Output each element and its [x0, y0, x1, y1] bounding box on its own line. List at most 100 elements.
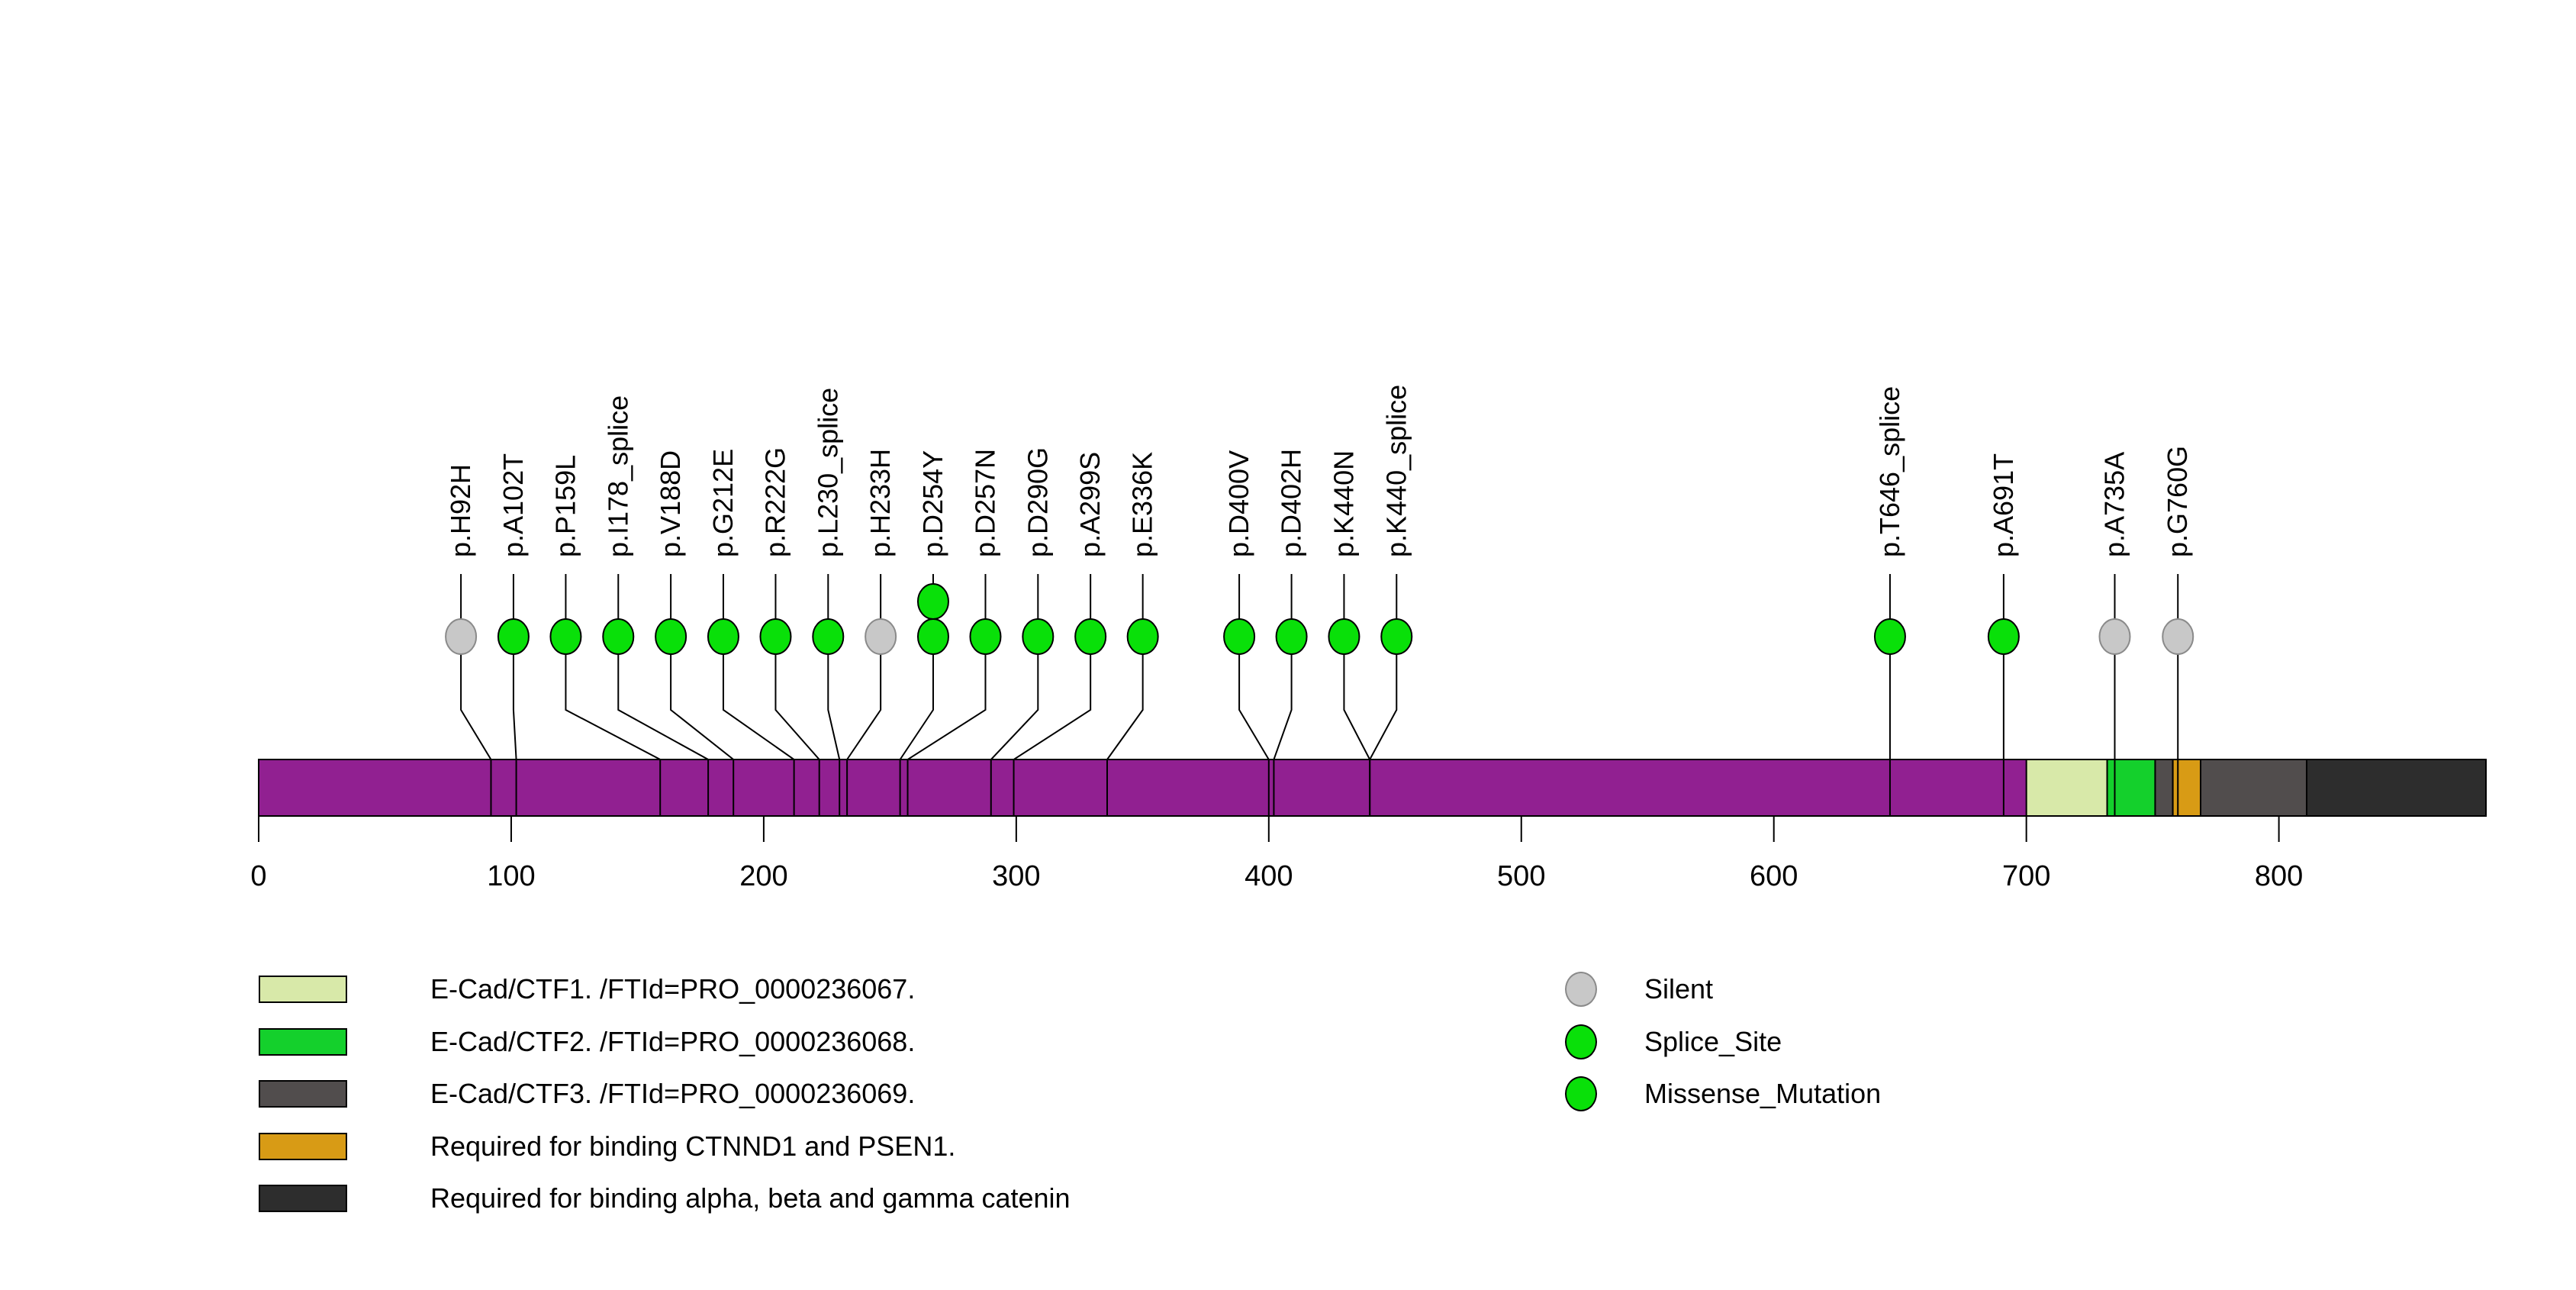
mutation-stem: [460, 637, 492, 816]
mutation-label: p.R222G: [759, 447, 791, 557]
lollipop-p.P159L: [549, 618, 582, 655]
legend-row: Silent: [1565, 963, 1881, 1016]
axis-tick-label: 600: [1750, 860, 1798, 892]
mutation-stem: [899, 637, 934, 816]
legend-swatch: [259, 976, 347, 1004]
mutation-stem: [774, 637, 820, 816]
legend-circle: [1565, 972, 1597, 1008]
lollipop-p.A691T: [1987, 618, 2020, 655]
mutation-label: p.D290G: [1022, 447, 1053, 557]
mutation-label: p.L230_splice: [812, 388, 843, 557]
lollipop-p.D257N: [969, 618, 1002, 655]
mutation-stem: [565, 637, 662, 816]
lollipop-p.R222G: [759, 618, 792, 655]
legend-row: Required for binding CTNND1 and PSEN1.: [259, 1121, 1071, 1173]
legend-circle: [1565, 1076, 1597, 1112]
axis-tick-label: 700: [2002, 860, 2050, 892]
legend-row: E-Cad/CTF3. /FTId=PRO_0000236069.: [259, 1068, 1071, 1121]
domain-segment-3: [2172, 759, 2202, 817]
mutation-label: p.D402H: [1276, 449, 1307, 557]
lollipop-p.G760G: [2162, 618, 2194, 655]
legend-circle: [1565, 1024, 1597, 1059]
legend-row: Required for binding alpha, beta and gam…: [259, 1172, 1071, 1225]
legend-row: E-Cad/CTF1. /FTId=PRO_0000236067.: [259, 963, 1071, 1016]
lollipop-p.L230_splice: [812, 618, 845, 655]
lollipop-p.T646_splice: [1873, 618, 1906, 655]
legend-label: E-Cad/CTF1. /FTId=PRO_0000236067.: [430, 973, 916, 1005]
mutation-stem: [617, 637, 710, 816]
lollipop-p.K440_splice: [1380, 618, 1413, 655]
legend-row: Missense_Mutation: [1565, 1068, 1881, 1121]
legend-label: Missense_Mutation: [1644, 1078, 1882, 1110]
mutation-label: p.K440N: [1328, 450, 1359, 557]
mutation-label: p.A735A: [2099, 452, 2130, 557]
lollipop-p.V188D: [655, 618, 687, 655]
mutation-label: p.P159L: [549, 455, 581, 557]
mutation-type-legend: Silent Splice_Site Missense_Mutation: [1565, 963, 1881, 1121]
lollipop-p.D254Y: [916, 583, 949, 620]
lollipop-p.A102T: [497, 618, 530, 655]
mutation-label: p.K440_splice: [1380, 385, 1412, 557]
mutation-stem: [990, 637, 1039, 816]
mutation-label: p.E336K: [1127, 452, 1158, 557]
lollipop-p.D290G: [1022, 618, 1055, 655]
legend-label: Silent: [1644, 973, 1714, 1005]
lollipop-p.E336K: [1126, 618, 1159, 655]
domain-legend: E-Cad/CTF1. /FTId=PRO_0000236067. E-Cad/…: [259, 963, 1071, 1225]
mutation-label: p.A691T: [1988, 453, 2019, 557]
legend-swatch: [259, 1080, 347, 1108]
mutation-stem: [1273, 637, 1293, 816]
mutation-stem: [1106, 637, 1144, 816]
lollipop-p.D254Y: [916, 618, 949, 655]
mutation-label: p.G212E: [707, 449, 739, 557]
mutation-label: p.H92H: [445, 464, 476, 557]
mutation-stem: [670, 637, 735, 816]
lollipop-p.A299S: [1074, 618, 1107, 655]
legend-row: E-Cad/CTF2. /FTId=PRO_0000236068.: [259, 1016, 1071, 1069]
mutation-label: p.A299S: [1074, 452, 1106, 557]
domain-segment-4: [2200, 759, 2308, 817]
axis-tick-label: 800: [2255, 860, 2303, 892]
mutation-label: p.D254Y: [917, 450, 948, 557]
lollipop-p.I178_splice: [602, 618, 635, 655]
mutation-stem: [512, 637, 517, 816]
mutation-label: p.H233H: [865, 449, 896, 557]
mutation-stem: [1013, 637, 1092, 816]
mutation-label: p.I178_splice: [602, 395, 633, 557]
lollipop-p.K440N: [1328, 618, 1360, 655]
lollipop-p.D402H: [1275, 618, 1308, 655]
axis-tick-label: 400: [1245, 860, 1293, 892]
axis-tick-label: 500: [1497, 860, 1545, 892]
legend-row: Splice_Site: [1565, 1016, 1881, 1069]
mutation-label: p.D400V: [1223, 450, 1254, 557]
domain-segment-2: [2154, 759, 2174, 817]
mutation-label: p.V188D: [655, 450, 686, 557]
mutation-stem: [1369, 637, 1398, 816]
lollipop-p.A735A: [2098, 618, 2131, 655]
mutation-stem: [1238, 637, 1270, 816]
axis-tick-label: 200: [739, 860, 787, 892]
lollipop-p.H233H: [865, 618, 897, 655]
lollipop-p.D400V: [1223, 618, 1256, 655]
legend-label: Required for binding alpha, beta and gam…: [430, 1182, 1071, 1214]
domain-segment-5: [2306, 759, 2487, 817]
mutation-stem: [722, 637, 795, 816]
legend-label: Splice_Site: [1644, 1025, 1782, 1057]
lollipop-p.H92H: [445, 618, 478, 655]
legend-label: E-Cad/CTF3. /FTId=PRO_0000236069.: [430, 1078, 916, 1110]
mutation-stem: [906, 637, 987, 816]
lollipop-p.G212E: [707, 618, 739, 655]
mutation-label: p.T646_splice: [1874, 386, 1905, 557]
legend-swatch: [259, 1027, 347, 1056]
axis-tick-label: 300: [992, 860, 1040, 892]
mutation-label: p.A102T: [497, 453, 529, 557]
domain-segment-0: [2025, 759, 2108, 817]
legend-swatch: [259, 1185, 347, 1213]
mutation-stem: [846, 637, 882, 816]
legend-swatch: [259, 1132, 347, 1160]
mutation-label: p.D257N: [969, 449, 1000, 557]
axis-tick-label: 0: [250, 860, 266, 892]
mutation-stem: [827, 637, 841, 816]
